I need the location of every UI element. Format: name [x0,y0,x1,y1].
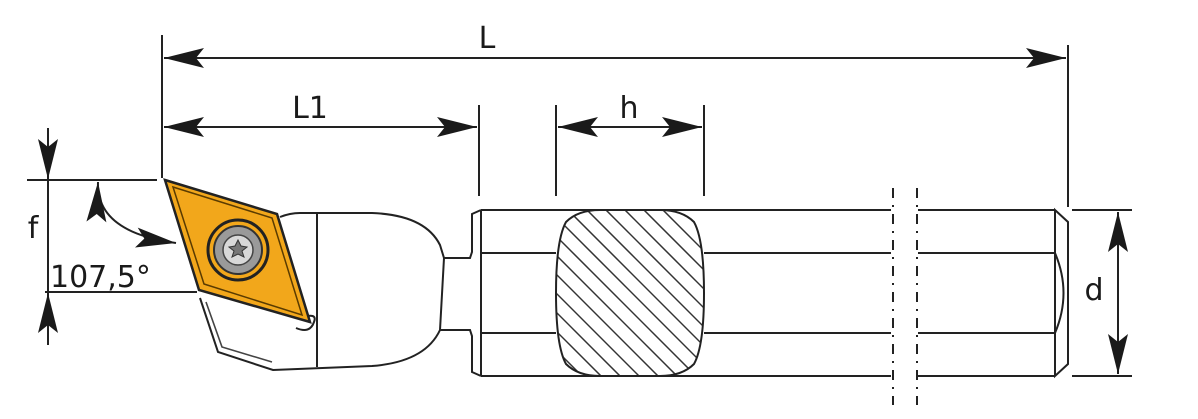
dimension-angle: 107,5° [50,181,177,295]
hatch-line [556,210,704,376]
hatch-line [556,210,683,376]
hatch-line [710,200,910,400]
hatch-line [652,210,704,376]
label-L1: L1 [292,91,328,126]
hatch-line [556,210,645,376]
hatch-line [690,210,704,376]
hatch-line [556,210,704,376]
hatch-line [556,210,702,376]
hatch-line [729,200,929,400]
label-f: f [28,211,40,246]
hatch-line [330,200,530,400]
hatch-line [576,210,704,376]
label-L: L [479,21,496,56]
hatch-line [556,210,607,376]
dimension-L1: L1 [164,91,480,196]
hatch-line [614,210,704,376]
dimension-d: d [1072,209,1132,377]
hatch-line [633,210,704,376]
label-d: d [1084,273,1103,308]
section-outline [554,209,706,377]
dimension-h: h [555,91,705,196]
label-h: h [619,91,638,126]
dimension-f: f [27,128,197,345]
label-angle: 107,5° [50,260,151,295]
dimension-L: L [161,21,1069,207]
hatch-line [349,200,549,400]
insert [163,178,312,324]
hatch-line [557,210,704,376]
hatch-line [556,210,626,376]
hatch-line [556,210,664,376]
cross-section [330,200,929,400]
tool-head [199,209,482,377]
hatch-line [556,210,569,376]
hatch-line [595,210,704,376]
